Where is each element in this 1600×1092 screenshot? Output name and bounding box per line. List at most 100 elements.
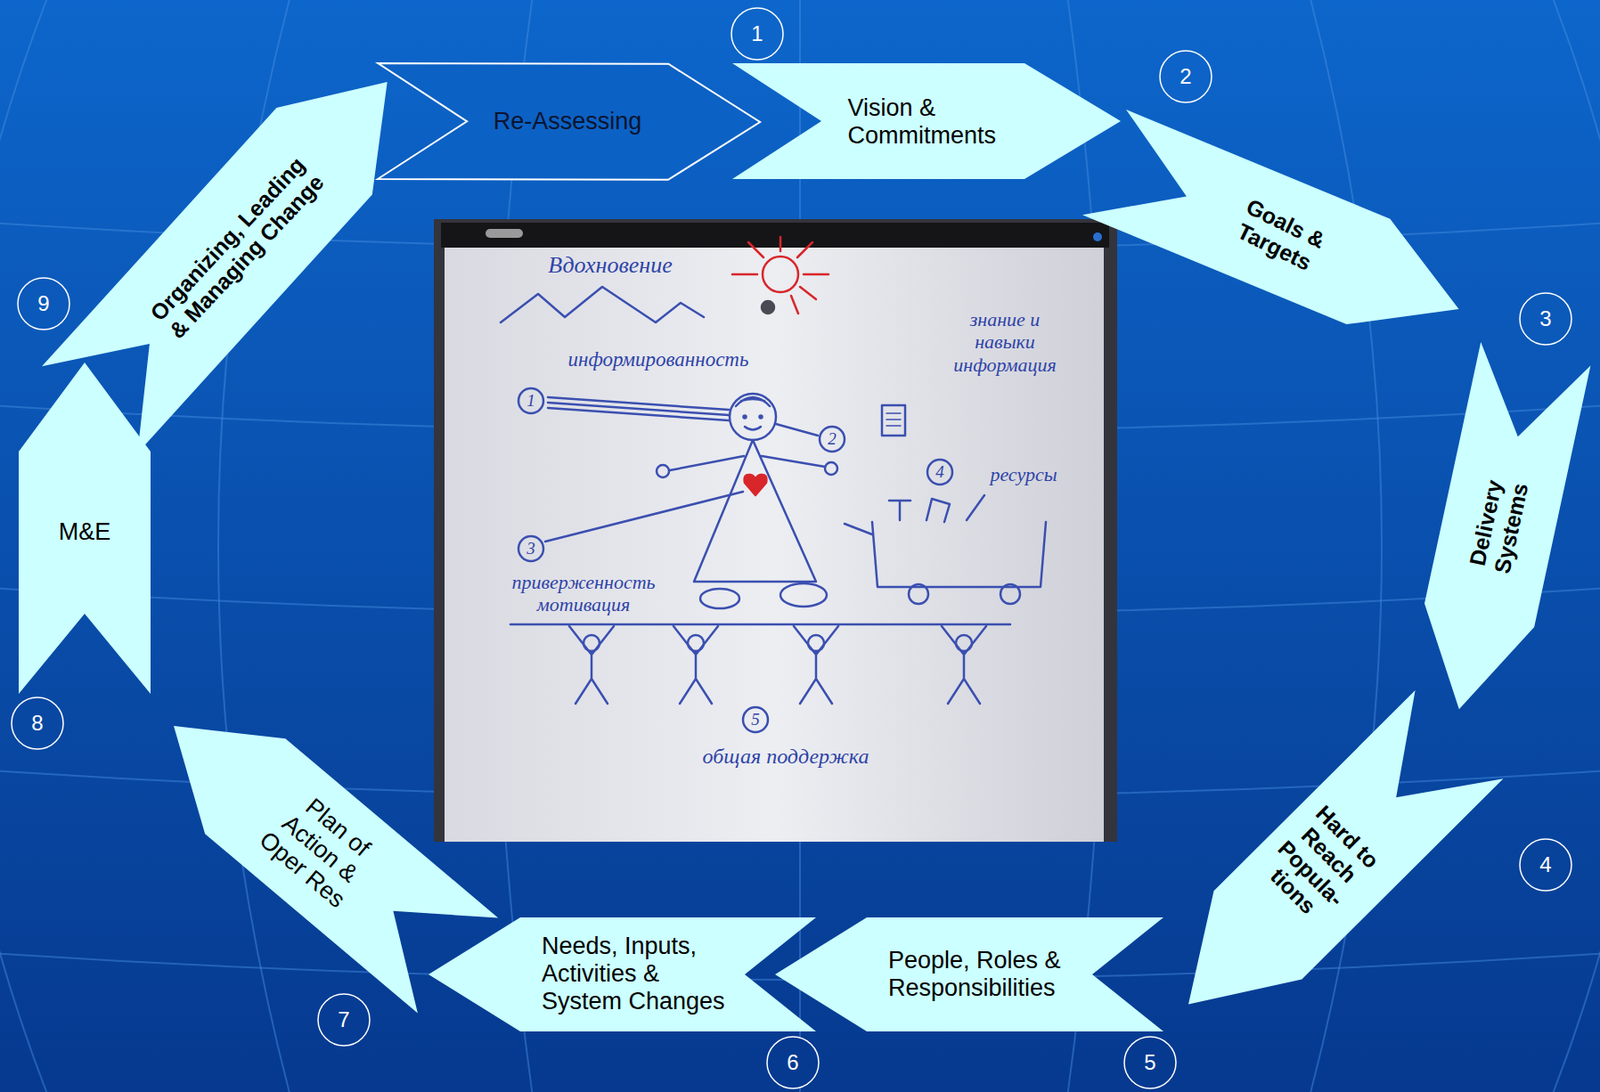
notepad-lines bbox=[886, 413, 901, 426]
step-label: Re-Assessing bbox=[491, 107, 643, 136]
chevron-step: M&E bbox=[18, 362, 151, 694]
heart bbox=[744, 474, 768, 496]
pointer-line bbox=[775, 424, 818, 436]
chart-bar bbox=[440, 222, 1110, 248]
callout-circle bbox=[518, 388, 544, 414]
meridian bbox=[1546, 0, 1600, 1092]
chevron-step: Needs, Inputs, Activities & System Chang… bbox=[428, 917, 817, 1032]
chevron-step: Goals & Targets bbox=[1082, 109, 1460, 325]
sun-ray bbox=[800, 286, 817, 300]
notepad bbox=[881, 405, 906, 436]
paper-sheet bbox=[444, 245, 1104, 842]
cart-wheel bbox=[1000, 584, 1021, 605]
number-label: 4 bbox=[1538, 852, 1553, 878]
figure-foot bbox=[700, 588, 740, 609]
pointer-line bbox=[545, 491, 743, 542]
step-number: 5 bbox=[1123, 1036, 1177, 1090]
callout-number: 5 bbox=[750, 710, 761, 730]
chevron-step: Hard to Reach Popula- tions bbox=[1188, 690, 1503, 1005]
step-label: Needs, Inputs, Activities & System Chang… bbox=[541, 932, 727, 1016]
stick-person bbox=[569, 626, 614, 704]
circle-outline bbox=[767, 1036, 819, 1089]
cart-items bbox=[889, 495, 985, 523]
step-number: 6 bbox=[766, 1036, 820, 1090]
circle-outline bbox=[17, 277, 70, 330]
figure-hand bbox=[656, 465, 670, 478]
circle-outline bbox=[11, 697, 64, 750]
step-number: 8 bbox=[10, 696, 65, 751]
step-number: 3 bbox=[1518, 292, 1573, 346]
chevron-outline bbox=[41, 81, 388, 454]
chevron-shape bbox=[732, 63, 1121, 180]
pin bbox=[1093, 232, 1103, 242]
figure-foot bbox=[780, 583, 827, 607]
callout-circle bbox=[819, 426, 845, 452]
callout-number: 1 bbox=[525, 391, 537, 411]
number-label: 7 bbox=[336, 1007, 352, 1033]
step-label: M&E bbox=[57, 518, 113, 547]
sun-ray bbox=[779, 236, 783, 252]
circle-outline bbox=[1124, 1036, 1176, 1089]
chevron-outline bbox=[428, 917, 817, 1032]
circle-outline bbox=[318, 994, 370, 1046]
number-label: 1 bbox=[750, 21, 765, 47]
speed-lines bbox=[547, 397, 729, 421]
step-label: People, Roles & Responsibilities bbox=[888, 946, 1063, 1003]
stick-head bbox=[687, 635, 704, 652]
figure-eye bbox=[759, 416, 763, 419]
stick-head bbox=[955, 635, 972, 652]
number-label: 6 bbox=[785, 1050, 800, 1076]
mountains bbox=[500, 286, 704, 323]
callout-circle bbox=[927, 459, 953, 485]
sketch-caption: Вдохновение bbox=[546, 252, 674, 279]
photo-frame bbox=[433, 219, 1118, 842]
callout-number: 3 bbox=[525, 538, 537, 559]
chevron-outline bbox=[1424, 342, 1591, 710]
number-label: 3 bbox=[1538, 306, 1553, 332]
stick-person bbox=[673, 626, 719, 704]
chevron-outline bbox=[775, 917, 1164, 1032]
number-label: 5 bbox=[1142, 1050, 1158, 1076]
sketch-caption: информированность bbox=[567, 348, 751, 372]
chevron-step: Organizing, Leading & Managing Change bbox=[41, 81, 388, 454]
sketch-caption: ресурсы bbox=[988, 463, 1059, 486]
chevron-outline bbox=[732, 63, 1121, 180]
number-label: 8 bbox=[30, 710, 45, 736]
step-number: 2 bbox=[1159, 49, 1213, 104]
sketch-caption: общая поддержка bbox=[702, 744, 871, 770]
chevron-step: Delivery Systems bbox=[1424, 342, 1591, 710]
circle-outline bbox=[1519, 839, 1572, 891]
callout-number: 4 bbox=[934, 462, 946, 482]
chevron-step: Vision & Commitments bbox=[732, 63, 1121, 180]
sun-ray bbox=[732, 273, 758, 277]
stick-head bbox=[808, 635, 825, 652]
sun-ray bbox=[797, 242, 813, 258]
chevron-outline bbox=[377, 63, 760, 180]
sun-ray bbox=[791, 295, 799, 314]
callout-circle bbox=[518, 536, 544, 562]
circle-outline bbox=[1159, 50, 1212, 103]
platform bbox=[510, 623, 1011, 627]
scribble bbox=[761, 301, 775, 314]
chevron-step: Plan of Action & Oper Res bbox=[173, 726, 498, 1014]
number-label: 9 bbox=[36, 291, 51, 317]
sun bbox=[732, 236, 829, 314]
number-label: 2 bbox=[1178, 64, 1193, 90]
figure-arms bbox=[669, 456, 825, 471]
stick-person bbox=[793, 626, 839, 704]
sketch-caption: знание и навыки информация bbox=[952, 308, 1058, 376]
figure-hand bbox=[824, 462, 838, 475]
figure-smile bbox=[744, 426, 761, 431]
chevron-outline bbox=[18, 362, 151, 694]
chevron-outline bbox=[173, 726, 498, 1014]
figure-hair bbox=[735, 397, 770, 407]
sketch-caption: приверженность мотивация bbox=[510, 571, 657, 617]
sun-ray bbox=[748, 242, 764, 258]
figure-eye bbox=[743, 416, 747, 419]
cart-wheel bbox=[908, 584, 929, 605]
step-number: 7 bbox=[317, 993, 371, 1047]
chevron-outline bbox=[1082, 109, 1460, 325]
